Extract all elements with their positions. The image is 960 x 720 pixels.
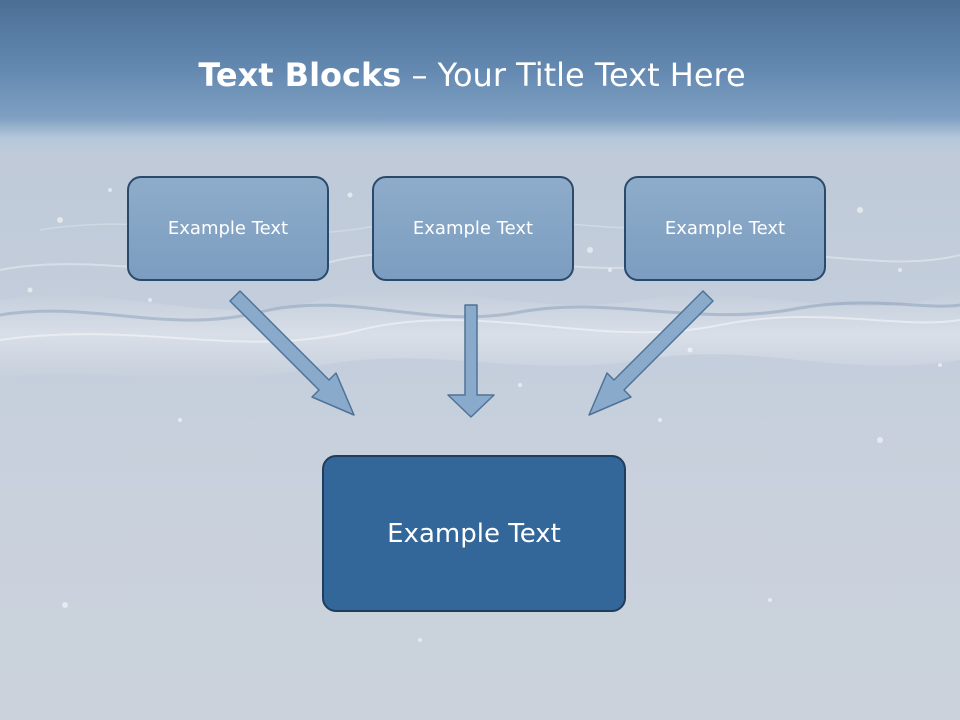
arrow-down-icon bbox=[447, 304, 495, 418]
slide-title: Text Blocks – Your Title Text Here bbox=[0, 56, 944, 94]
text-block-top-right-label: Example Text bbox=[664, 218, 786, 239]
title-bold-part: Text Blocks bbox=[198, 56, 402, 94]
text-block-main-label: Example Text bbox=[387, 518, 561, 549]
text-block-top-center[interactable]: Example Text bbox=[372, 176, 574, 281]
text-block-top-right[interactable]: Example Text bbox=[624, 176, 826, 281]
text-block-main[interactable]: Example Text bbox=[322, 455, 626, 612]
text-block-top-left[interactable]: Example Text bbox=[127, 176, 329, 281]
title-band bbox=[0, 0, 960, 150]
text-block-top-center-label: Example Text bbox=[412, 218, 534, 239]
arrow-down-left-icon bbox=[588, 290, 714, 416]
title-rest: Your Title Text Here bbox=[437, 56, 746, 94]
text-block-top-left-label: Example Text bbox=[167, 218, 289, 239]
title-dash: – bbox=[401, 56, 438, 94]
arrow-down-right-icon bbox=[229, 290, 355, 416]
